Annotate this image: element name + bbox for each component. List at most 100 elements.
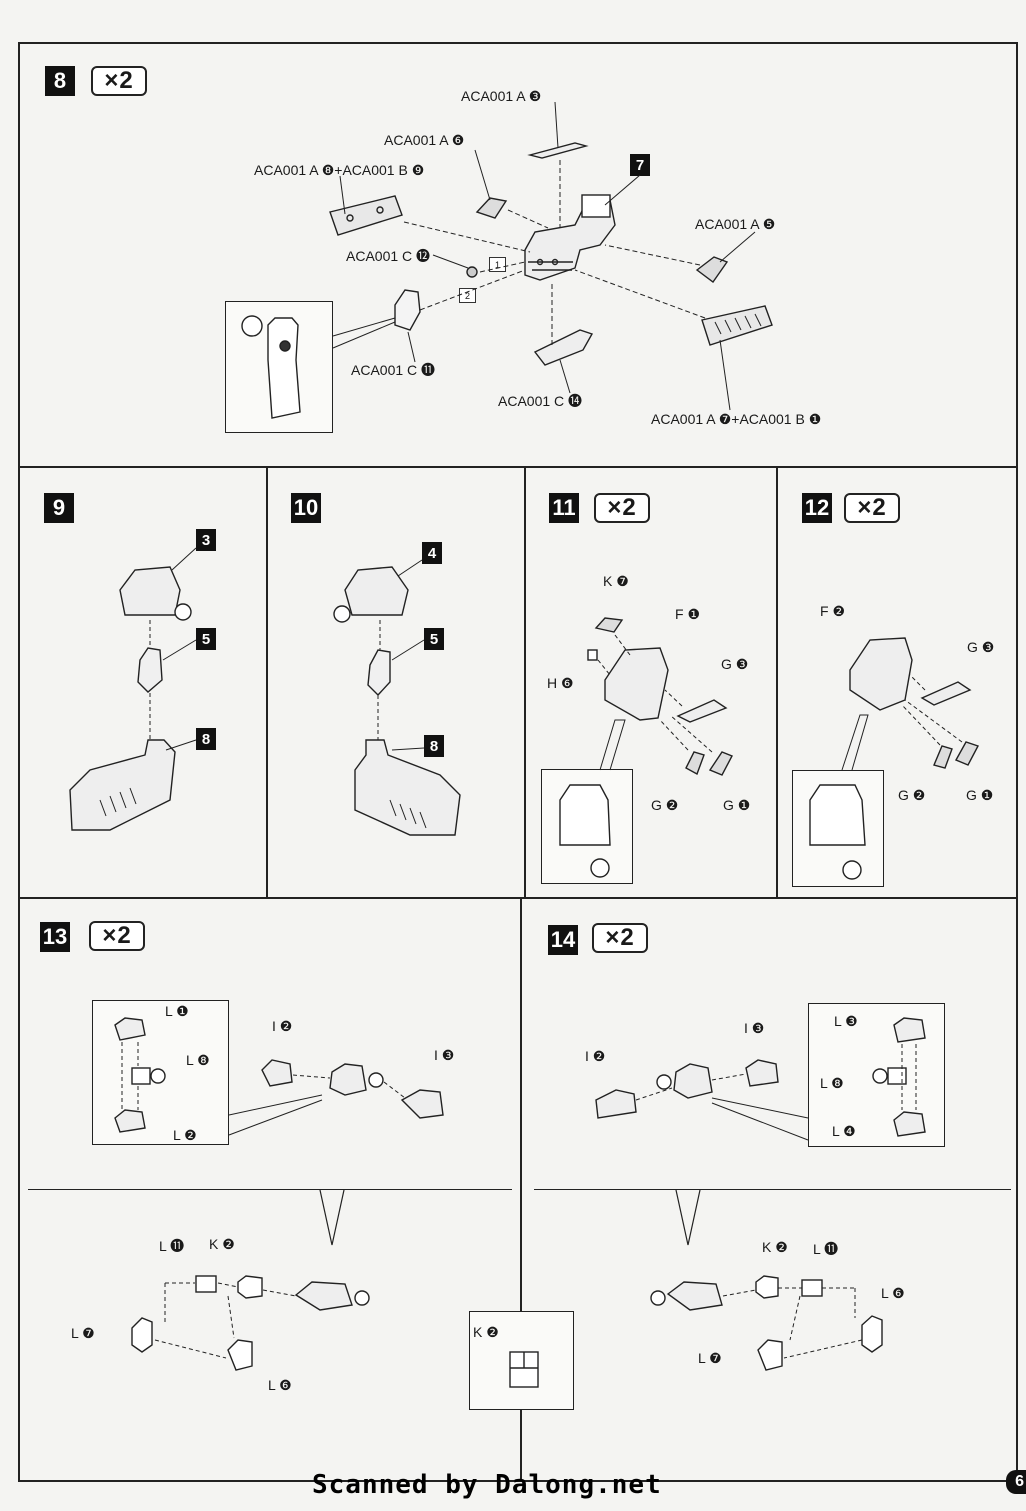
panel-part-right bbox=[701, 305, 773, 346]
tiny-part-h6 bbox=[587, 649, 598, 661]
part-label: K ❷ bbox=[209, 1236, 235, 1252]
inset-foot-detail bbox=[809, 784, 866, 880]
part-label: L ❷ bbox=[173, 1127, 197, 1143]
foot-block-drawing-mirror bbox=[849, 637, 913, 711]
step-number: 13 bbox=[40, 922, 70, 952]
divider-10-11 bbox=[524, 466, 526, 898]
part-l7 bbox=[757, 1339, 783, 1371]
part-label: G ❶ bbox=[966, 787, 994, 803]
piece-g1 bbox=[708, 751, 733, 776]
step-number: 12 bbox=[802, 493, 832, 523]
part-label: L ❸ bbox=[834, 1013, 858, 1029]
part-label: ACA001 A ❻ bbox=[384, 132, 465, 148]
plate-a5 bbox=[695, 256, 729, 283]
step-number: 14 bbox=[548, 925, 578, 955]
part-label: ACA001 A ❼+ACA001 B ❶ bbox=[651, 411, 822, 427]
panel-part-left bbox=[329, 195, 403, 236]
assembly-guide-lines bbox=[403, 160, 706, 345]
part-i3 bbox=[400, 1089, 444, 1119]
part-label: G ❶ bbox=[723, 797, 751, 813]
piece-g1 bbox=[955, 741, 980, 766]
thin-plate-a3 bbox=[527, 142, 589, 159]
small-plate-k7 bbox=[594, 617, 624, 633]
divider-9-10 bbox=[266, 466, 268, 898]
step-number: 10 bbox=[291, 493, 321, 523]
part-l11 bbox=[195, 1275, 217, 1293]
part-label: G ❸ bbox=[721, 656, 749, 672]
k2-part-drawing bbox=[509, 1351, 539, 1388]
scan-credit: Scanned by Dalong.net bbox=[312, 1470, 662, 1500]
part-label: K ❼ bbox=[603, 573, 629, 589]
part-label: I ❸ bbox=[744, 1020, 765, 1036]
part-label: I ❷ bbox=[272, 1018, 293, 1034]
shoulder-unit-drawing-mirror bbox=[333, 566, 409, 623]
callout-pointer bbox=[319, 1189, 345, 1246]
part-label: G ❷ bbox=[651, 797, 679, 813]
part-l6 bbox=[227, 1339, 253, 1371]
foot-block-drawing bbox=[604, 647, 669, 721]
small-plate-a6 bbox=[475, 197, 508, 219]
subassembly-ref: 3 bbox=[196, 529, 216, 551]
part-label: L ❼ bbox=[71, 1325, 95, 1341]
part-label: L ⓫ bbox=[159, 1238, 185, 1254]
order-marker: 2 bbox=[459, 288, 476, 303]
subassembly-ref: 4 bbox=[422, 542, 442, 564]
joint-assembly bbox=[294, 1281, 353, 1311]
detail-callout bbox=[841, 714, 869, 771]
divider-11-12 bbox=[776, 466, 778, 898]
joint-assembly bbox=[673, 1063, 713, 1099]
joint-piece-5 bbox=[367, 649, 391, 697]
part-label: I ❷ bbox=[585, 1048, 606, 1064]
quantity-badge: ×2 bbox=[844, 493, 900, 523]
peg-c12 bbox=[466, 266, 478, 278]
part-label: L ❹ bbox=[832, 1123, 856, 1139]
arm-unit-drawing-mirror bbox=[354, 739, 461, 836]
divider-step8 bbox=[18, 466, 1018, 468]
part-i3 bbox=[745, 1059, 779, 1087]
page-frame bbox=[18, 42, 1018, 1482]
quantity-badge: ×2 bbox=[594, 493, 650, 523]
lower-plate-c14 bbox=[533, 329, 594, 366]
part-label: L ❶ bbox=[165, 1003, 189, 1019]
shoulder-unit-drawing bbox=[119, 566, 192, 621]
section-divider bbox=[28, 1189, 512, 1190]
part-label: I ❸ bbox=[434, 1047, 455, 1063]
part-l6 bbox=[861, 1315, 883, 1353]
piece-g2 bbox=[933, 745, 953, 769]
plate-g3 bbox=[920, 681, 972, 706]
step-number: 8 bbox=[45, 66, 75, 96]
step-number: 9 bbox=[44, 493, 74, 523]
part-i2 bbox=[595, 1089, 637, 1119]
step-number: 11 bbox=[549, 493, 579, 523]
part-label: G ❸ bbox=[967, 639, 995, 655]
part-label: G ❷ bbox=[898, 787, 926, 803]
part-label: K ❷ bbox=[762, 1239, 788, 1255]
part-label: L ❻ bbox=[268, 1377, 292, 1393]
quantity-badge: ×2 bbox=[89, 921, 145, 951]
piece-g2 bbox=[685, 751, 705, 776]
quantity-badge: ×2 bbox=[91, 66, 147, 96]
part-label: F ❶ bbox=[675, 606, 700, 622]
subassembly-ref: 7 bbox=[630, 154, 650, 176]
joint-assembly bbox=[329, 1063, 367, 1096]
part-label: ACA001 A ❺ bbox=[695, 216, 776, 232]
part-label: ACA001 C ⓬ bbox=[346, 248, 431, 264]
detail-callout bbox=[599, 719, 626, 771]
inset-callout bbox=[711, 1097, 809, 1141]
joint-parts-inset bbox=[114, 1017, 166, 1133]
divider-row3 bbox=[18, 897, 1018, 899]
part-l7 bbox=[131, 1317, 153, 1353]
part-label: F ❷ bbox=[820, 603, 845, 619]
arm-body-drawing bbox=[524, 194, 616, 281]
part-l11 bbox=[801, 1279, 823, 1297]
quantity-badge: ×2 bbox=[592, 923, 648, 953]
arm-unit-drawing bbox=[69, 739, 176, 831]
section-divider bbox=[534, 1189, 1011, 1190]
inset-foot-detail bbox=[559, 784, 611, 878]
subassembly-ref: 5 bbox=[424, 628, 444, 650]
subassembly-ref: 8 bbox=[196, 728, 216, 750]
part-label: K ❷ bbox=[473, 1324, 499, 1340]
page-number: 6 bbox=[1006, 1470, 1026, 1494]
part-label: H ❻ bbox=[547, 675, 574, 691]
